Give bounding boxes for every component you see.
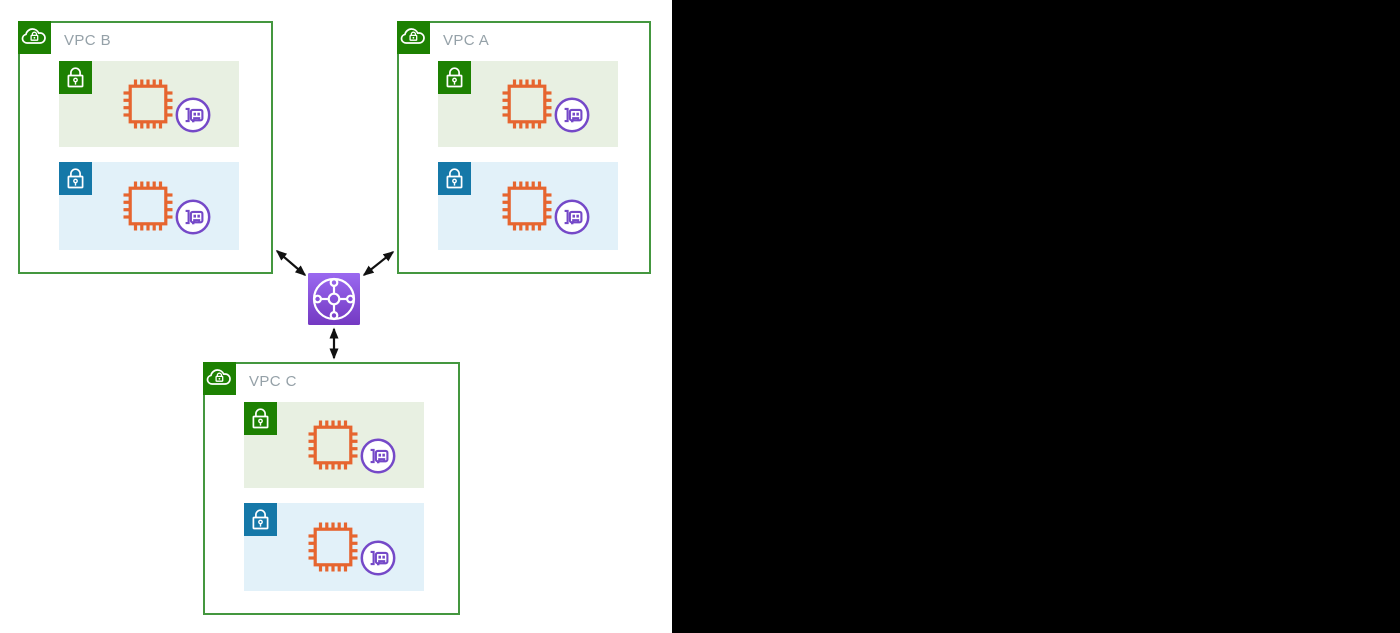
vpc-label: VPC B <box>64 32 112 49</box>
elastic-network-interface-icon <box>554 97 590 133</box>
subnet-green <box>59 61 239 147</box>
ec2-instance-chip-icon <box>308 420 358 470</box>
vpc-cloud-lock-icon <box>397 21 430 54</box>
elastic-network-interface-icon <box>175 97 211 133</box>
subnet-blue <box>244 503 424 591</box>
subnet-lock-icon-green <box>59 61 92 94</box>
subnet-green <box>438 61 618 147</box>
subnet-lock-icon-green <box>438 61 471 94</box>
subnet-green <box>244 402 424 488</box>
subnet-lock-icon-blue <box>244 503 277 536</box>
ec2-instance-chip-icon <box>502 181 552 231</box>
ec2-instance-chip-icon <box>123 181 173 231</box>
vpc-b-group: VPC B <box>18 21 273 274</box>
subnet-lock-icon-green <box>244 402 277 435</box>
transit-gateway-icon <box>308 273 360 325</box>
ec2-instance-chip-icon <box>123 79 173 129</box>
elastic-network-interface-icon <box>360 540 396 576</box>
vpc-cloud-lock-icon <box>203 362 236 395</box>
vpc-label: VPC A <box>443 32 490 49</box>
vpc-cloud-lock-icon <box>18 21 51 54</box>
vpc-label: VPC C <box>249 373 297 390</box>
vpc-c-group: VPC C <box>203 362 460 615</box>
ec2-instance-chip-icon <box>308 522 358 572</box>
subnet-lock-icon-blue <box>59 162 92 195</box>
ec2-instance-chip-icon <box>502 79 552 129</box>
vpc-a-group: VPC A <box>397 21 651 274</box>
bidirectional-arrow <box>362 251 395 276</box>
elastic-network-interface-icon <box>175 199 211 235</box>
cropped-black-region <box>672 0 1400 633</box>
subnet-blue <box>59 162 239 250</box>
elastic-network-interface-icon <box>554 199 590 235</box>
subnet-lock-icon-blue <box>438 162 471 195</box>
subnet-blue <box>438 162 618 250</box>
elastic-network-interface-icon <box>360 438 396 474</box>
bidirectional-arrow <box>275 250 307 276</box>
